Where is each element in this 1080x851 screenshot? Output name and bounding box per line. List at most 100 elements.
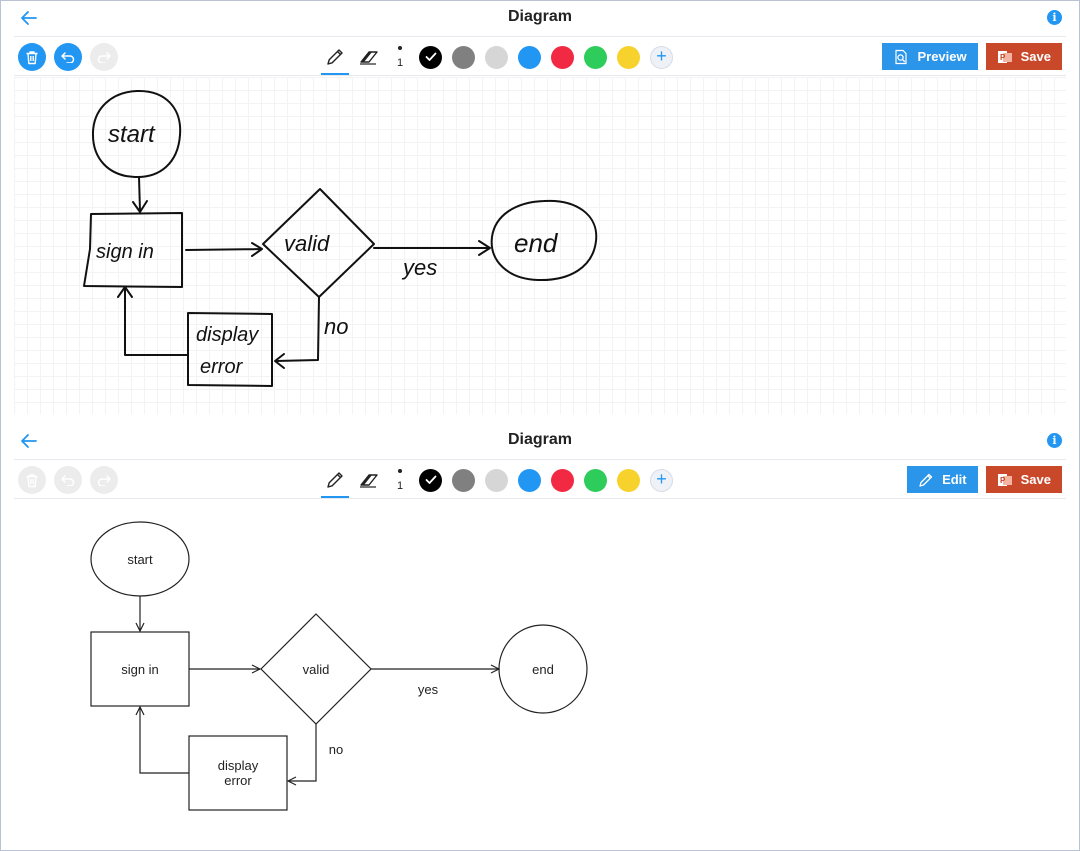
redo-icon [97,52,111,63]
pencil-tool[interactable] [318,41,352,75]
trash-icon [26,473,38,487]
sketch-start-node [91,89,182,179]
flow-label-valid: valid [303,662,330,677]
add-color-button[interactable]: + [650,45,673,69]
save-button[interactable]: P Save [985,466,1062,493]
preview-button[interactable]: Preview [882,43,978,70]
flow-label-error: error [224,773,252,788]
back-arrow-icon[interactable] [18,431,40,451]
redo-button[interactable] [90,466,118,494]
sketch-arrow-start-signin [132,176,148,213]
drawing-tools: 1 + [318,464,673,498]
plus-icon: + [656,468,667,489]
flow-label-sign-in: sign in [121,662,159,677]
sketch-label-sign-in: sign in [96,241,154,263]
redo-icon [97,475,111,486]
color-swatch-black[interactable] [419,45,442,69]
preview-panel: Diagram i 1 [0,423,1080,851]
delete-button[interactable] [18,466,46,494]
toolbar: 1 + Edit P Save [14,459,1066,499]
eraser-tool[interactable] [352,41,386,73]
preview-label: Preview [917,49,967,64]
color-swatch-yellow[interactable] [617,468,640,492]
flow-label-end: end [532,662,554,677]
sketch-panel: Diagram i 1 [0,0,1080,418]
color-swatch-green[interactable] [584,468,607,492]
color-swatch-blue[interactable] [518,468,541,492]
diagram-canvas[interactable]: start sign in valid end yes no display e… [14,500,1066,847]
preview-icon [893,49,909,65]
sketch-arrow-display-signin [117,286,189,356]
sketch-arrow-valid-display [274,296,320,369]
sketch-arrow-signin-valid [185,242,263,257]
sketch-label-valid: valid [284,231,330,256]
flow-label-display: display [218,758,259,773]
flow-end-node [498,624,588,714]
color-swatch-green[interactable] [584,45,607,69]
stroke-size-selector[interactable]: 1 [386,464,414,496]
sketch-label-start: start [108,121,156,148]
sketch-signin-node [83,212,183,288]
trash-icon [26,50,38,64]
sketch-arrow-valid-end [373,240,491,256]
back-arrow-icon[interactable] [18,8,40,28]
sketch-label-yes: yes [401,255,437,280]
color-swatch-red[interactable] [551,468,574,492]
stroke-size-dot [398,469,402,473]
color-swatch-gray[interactable] [452,45,475,69]
checkmark-icon [425,475,436,484]
pencil-icon [327,472,343,488]
sketch-display-error-node [187,312,273,387]
save-icon: P [997,472,1013,488]
stroke-size-dot [398,46,402,50]
flow-label-no: no [329,742,343,757]
pencil-tool[interactable] [318,464,352,498]
save-icon: P [997,49,1013,65]
edit-button[interactable]: Edit [907,466,978,493]
stroke-size-selector[interactable]: 1 [386,41,414,73]
toolbar: 1 + Preview P Sav [14,36,1066,76]
add-color-button[interactable]: + [650,468,673,492]
delete-button[interactable] [18,43,46,71]
eraser-tool[interactable] [352,464,386,496]
info-icon[interactable]: i [1047,433,1062,448]
drawing-canvas[interactable]: start sign in valid end yes no display e… [14,77,1066,414]
title-bar: Diagram i [0,423,1080,459]
color-swatch-red[interactable] [551,45,574,69]
color-swatch-black[interactable] [419,468,442,492]
action-buttons: Edit P Save [907,466,1062,493]
sketch-label-no: no [324,314,348,339]
save-label: Save [1020,472,1051,487]
sketch-label-display: display [196,324,259,346]
sketch-end-node [490,199,598,282]
color-swatch-blue[interactable] [518,45,541,69]
flow-arrow-valid-display [288,724,317,781]
page-title: Diagram [507,431,573,448]
title-bar: Diagram i [0,0,1080,36]
history-controls [18,43,118,71]
color-swatch-light-gray[interactable] [485,45,508,69]
info-icon[interactable]: i [1047,10,1062,25]
svg-text:P: P [1000,53,1006,62]
action-buttons: Preview P Save [882,43,1062,70]
undo-button[interactable] [54,43,82,71]
flow-label-yes: yes [418,682,439,697]
color-swatch-light-gray[interactable] [485,468,508,492]
plus-icon: + [656,45,667,66]
color-swatch-gray[interactable] [452,468,475,492]
redo-button[interactable] [90,43,118,71]
save-button[interactable]: P Save [985,43,1062,70]
stroke-size-value: 1 [396,57,404,69]
undo-icon [61,475,75,486]
flowchart-diagram: start sign in valid end yes no display e… [90,521,588,811]
history-controls [18,466,118,494]
undo-icon [61,52,75,63]
undo-button[interactable] [54,466,82,494]
sketch-label-end: end [514,228,559,258]
color-swatch-yellow[interactable] [617,45,640,69]
eraser-icon [360,51,378,65]
drawing-tools: 1 + [318,41,673,75]
save-label: Save [1020,49,1051,64]
page-title: Diagram [507,8,573,25]
eraser-icon [360,474,378,488]
